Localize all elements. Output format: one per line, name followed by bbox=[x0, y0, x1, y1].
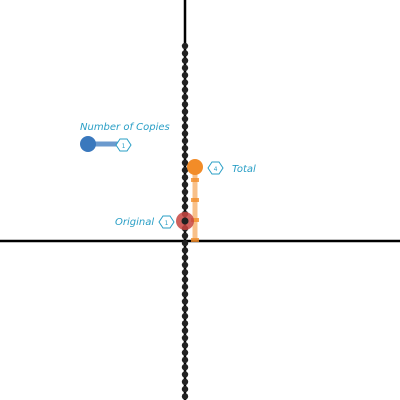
copy-dot bbox=[181, 130, 189, 137]
hexagon-number-icon bbox=[207, 161, 224, 175]
copy-dot bbox=[181, 298, 189, 305]
copy-dot bbox=[181, 123, 189, 130]
copies-marker-glyph: 1 bbox=[122, 143, 126, 150]
total-stack bbox=[191, 168, 199, 242]
total-tick bbox=[191, 238, 199, 242]
copy-dot bbox=[181, 334, 189, 342]
copy-dot bbox=[181, 152, 189, 159]
copy-dot bbox=[181, 371, 189, 378]
copy-dot bbox=[181, 269, 189, 276]
total-marker-glyph: 4 bbox=[214, 166, 218, 173]
total-tick bbox=[191, 198, 199, 202]
copies-dot-stack bbox=[181, 42, 189, 400]
copy-dot bbox=[181, 239, 189, 247]
copy-dot bbox=[181, 101, 189, 108]
copy-dot bbox=[181, 64, 189, 72]
copy-dot bbox=[181, 364, 189, 371]
total-label: Total bbox=[232, 164, 256, 175]
copy-dot bbox=[181, 312, 189, 320]
copy-dot bbox=[181, 291, 189, 298]
total-ticks bbox=[191, 178, 199, 242]
total-tick bbox=[191, 178, 199, 182]
copies-slider[interactable]: 1 bbox=[80, 136, 132, 152]
copy-dot bbox=[181, 393, 189, 400]
copy-dot bbox=[181, 57, 189, 64]
copy-dot bbox=[181, 137, 189, 145]
original-marker-glyph: 1 bbox=[165, 220, 169, 227]
copy-dot bbox=[181, 247, 189, 254]
original-point-core bbox=[181, 217, 189, 225]
copy-dot bbox=[181, 261, 189, 269]
hexagon-number-icon bbox=[115, 138, 132, 152]
hexagon-number-icon bbox=[158, 215, 175, 229]
copy-dot bbox=[181, 320, 189, 327]
copy-dot bbox=[181, 86, 189, 94]
copy-dot bbox=[181, 145, 189, 152]
copy-dot bbox=[181, 159, 189, 166]
copy-dot bbox=[181, 385, 189, 393]
copy-dot bbox=[181, 342, 189, 349]
copy-dot bbox=[181, 254, 189, 261]
copy-dot bbox=[181, 108, 189, 115]
copy-dot bbox=[181, 327, 189, 334]
copies-label: Number of Copies bbox=[80, 122, 170, 133]
copy-dot bbox=[181, 42, 189, 50]
copy-dot bbox=[181, 349, 189, 356]
copy-dot bbox=[181, 174, 189, 181]
copy-dot bbox=[181, 305, 189, 312]
copy-dot bbox=[181, 232, 189, 239]
total-point-dot[interactable] bbox=[187, 159, 203, 175]
copy-dot bbox=[181, 378, 189, 385]
copy-dot bbox=[181, 115, 189, 123]
total-tick bbox=[191, 218, 199, 222]
copy-dot bbox=[181, 72, 189, 79]
copy-dot bbox=[181, 283, 189, 291]
copies-slider-handle[interactable] bbox=[80, 136, 96, 152]
copy-dot bbox=[181, 203, 189, 210]
copy-dot bbox=[181, 356, 189, 364]
copy-dot bbox=[181, 188, 189, 196]
copy-dot bbox=[181, 50, 189, 57]
original-label: Original bbox=[115, 217, 154, 228]
total-point[interactable]: 4 bbox=[187, 159, 224, 175]
copy-dot bbox=[181, 79, 189, 86]
copy-dot bbox=[181, 93, 189, 101]
copy-dot bbox=[181, 196, 189, 203]
copy-dot bbox=[181, 181, 189, 188]
original-point[interactable]: 1 bbox=[158, 212, 194, 230]
copy-dot bbox=[181, 276, 189, 283]
copy-dot bbox=[181, 166, 189, 174]
